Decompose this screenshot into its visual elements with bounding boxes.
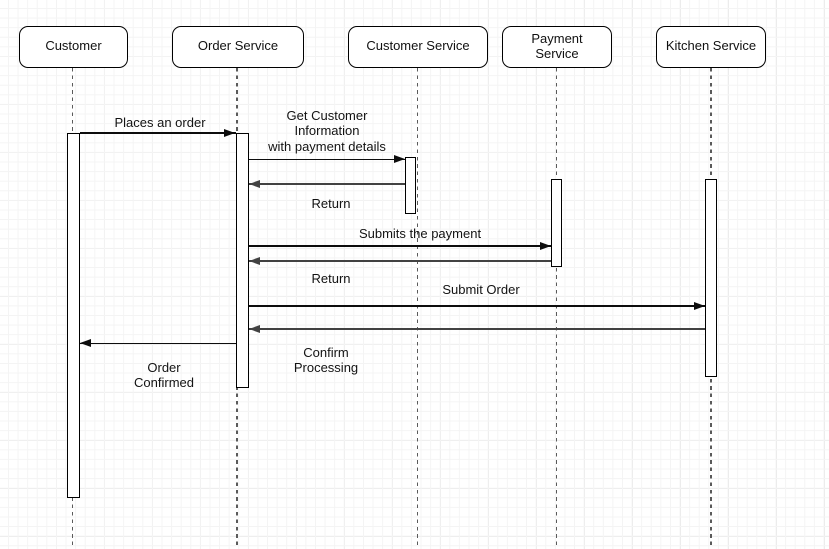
activation-customer-service	[405, 157, 416, 214]
participant-customer: Customer	[19, 25, 128, 68]
participant-label: Order Service	[197, 38, 279, 54]
message-label-confirm: Confirm Processing	[293, 345, 359, 376]
message-line-submit-order	[248, 305, 705, 307]
activation-kitchen-service	[705, 179, 717, 377]
message-label-places-an-order: Places an order	[114, 115, 206, 130]
arrowhead-right-icon	[393, 155, 405, 163]
activation-order-service	[235, 133, 249, 388]
message-label-get-customer: Get Customer Information with payment de…	[268, 108, 386, 154]
message-line-return	[248, 183, 405, 185]
message-line-places-an-order	[79, 132, 236, 134]
message-line-submits-the-payment	[248, 245, 551, 247]
lifeline-customer-service	[416, 68, 419, 549]
message-line-confirm	[248, 328, 705, 330]
arrowhead-left-icon	[248, 179, 260, 188]
participant-kitchen-service: Kitchen Service	[656, 25, 766, 68]
arrowhead-right-icon	[539, 241, 551, 250]
participant-order-service: Order Service	[172, 25, 304, 68]
message-line-return	[248, 260, 551, 262]
message-label-return: Return	[311, 271, 351, 286]
message-line-order	[79, 342, 236, 345]
participant-label: Payment Service	[531, 30, 583, 61]
message-label-submit-order: Submit Order	[442, 282, 520, 297]
message-label-submits-the-payment: Submits the payment	[358, 226, 482, 241]
arrowhead-right-icon	[693, 301, 705, 310]
participant-payment-service: Payment Service	[502, 25, 612, 68]
participant-label: Kitchen Service	[665, 38, 757, 54]
participant-label: Customer	[45, 38, 102, 54]
message-line-get-customer	[248, 158, 405, 161]
participant-customer-service: Customer Service	[348, 25, 488, 68]
arrowhead-left-icon	[248, 256, 260, 265]
arrowhead-left-icon	[79, 339, 91, 347]
arrowhead-right-icon	[224, 128, 235, 137]
activation-customer	[67, 133, 80, 498]
lifeline-payment-service	[555, 68, 558, 549]
arrowhead-left-icon	[248, 324, 260, 333]
activation-payment-service	[551, 179, 562, 267]
participant-label: Customer Service	[366, 38, 470, 54]
message-label-order: Order Confirmed	[134, 360, 194, 391]
message-label-return: Return	[311, 196, 351, 211]
